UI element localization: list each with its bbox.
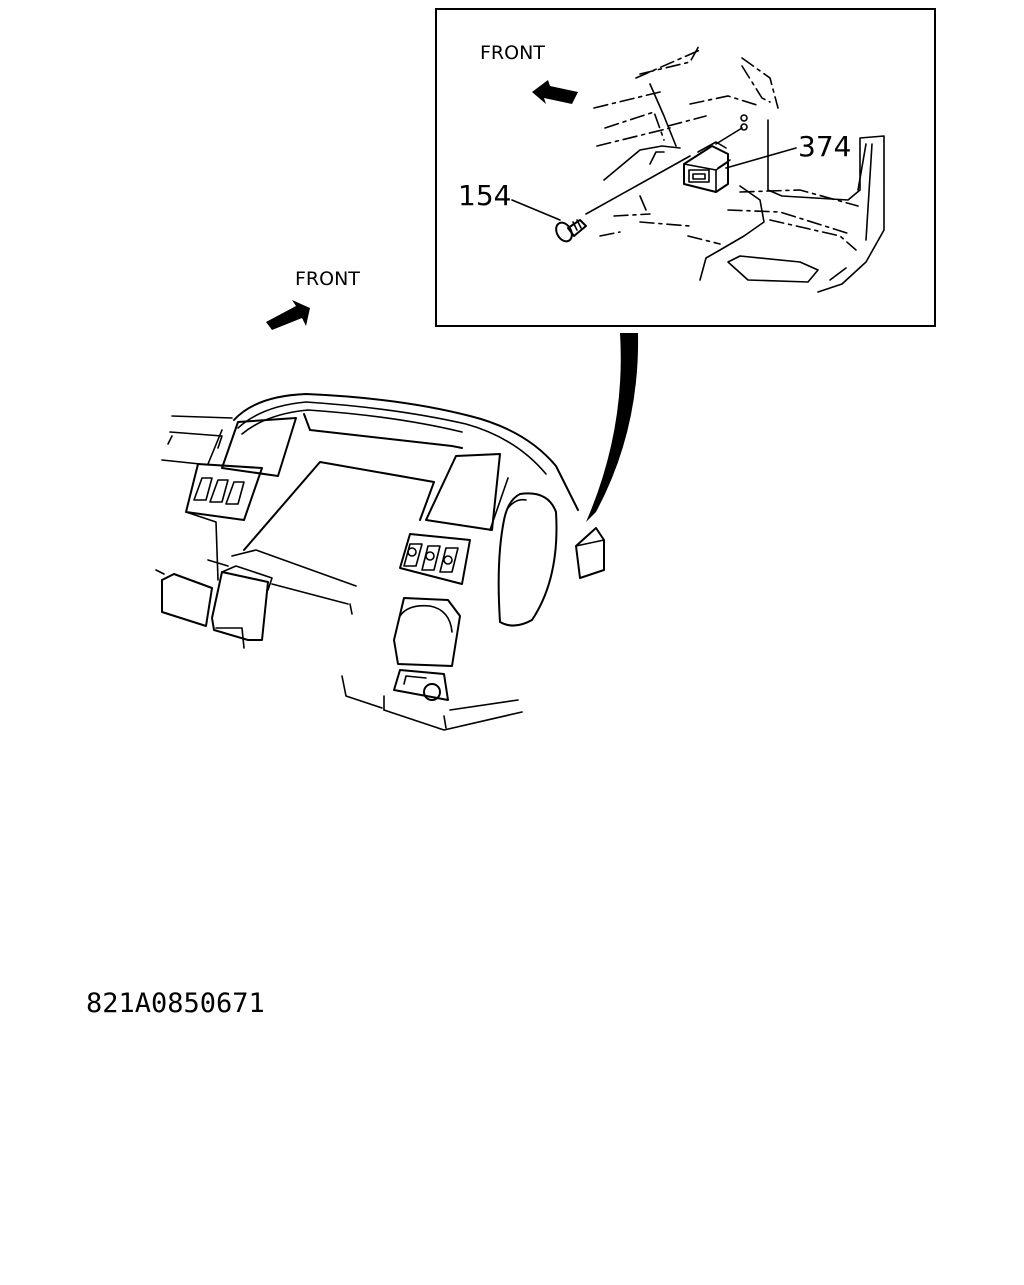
- screw-icon: [555, 155, 691, 243]
- part-number-374: 374: [798, 130, 851, 163]
- leader-154: [511, 199, 561, 221]
- front-arrow-icon: [266, 300, 310, 330]
- leader-374: [725, 147, 797, 169]
- front-label-main: FRONT: [295, 268, 360, 290]
- body-structure: [603, 83, 885, 293]
- front-label-detail: FRONT: [480, 42, 545, 64]
- detail-inset: FRONT: [435, 8, 936, 327]
- drawing-code: 821A0850671: [86, 988, 265, 1019]
- body-panel-lines: [593, 43, 859, 251]
- relay-unit-icon: [683, 114, 748, 193]
- detail-frame: [435, 8, 936, 327]
- part-number-154: 154: [458, 179, 511, 212]
- front-arrow-icon: [532, 80, 578, 104]
- dashboard-drawing: [155, 393, 605, 731]
- callout-pointer: [586, 333, 639, 522]
